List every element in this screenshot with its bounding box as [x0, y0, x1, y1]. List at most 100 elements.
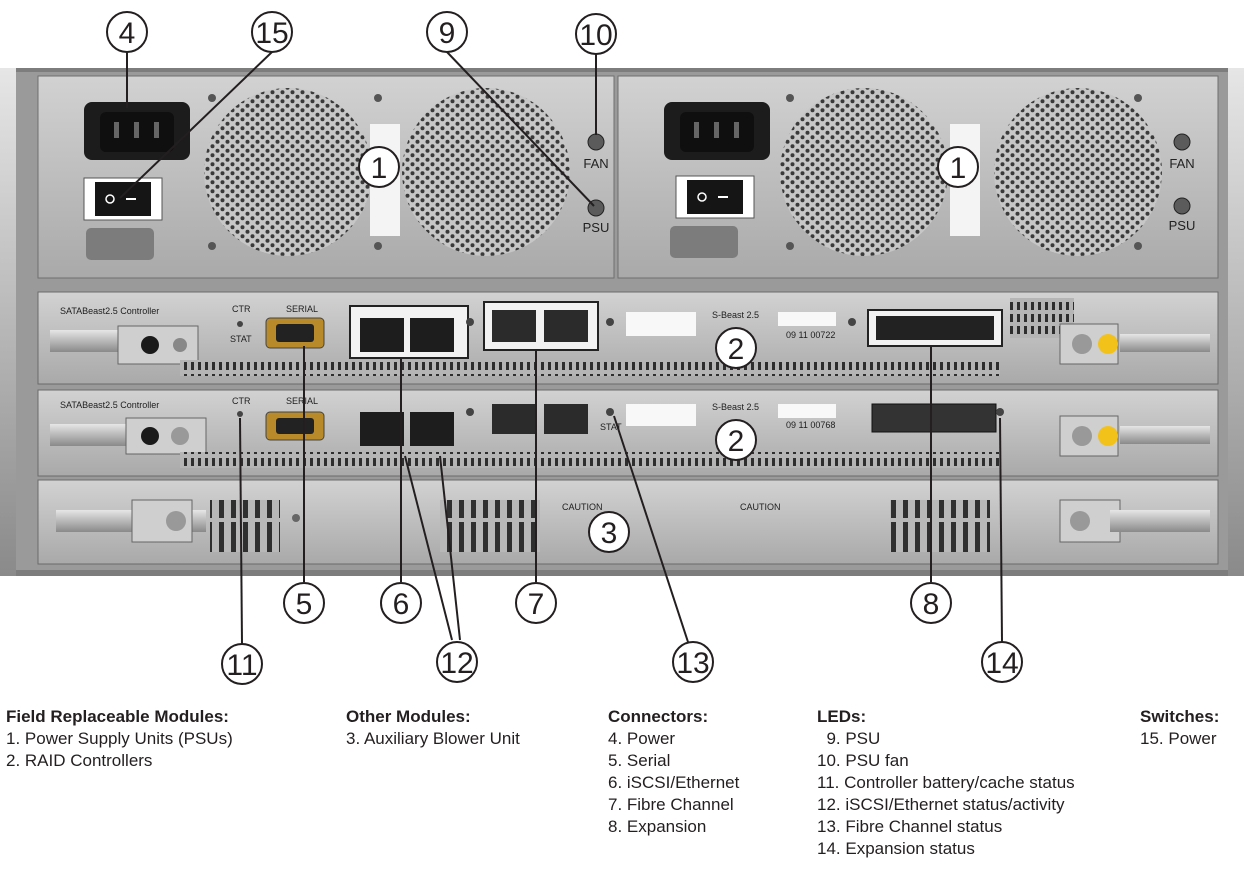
callout-2-controller-a: 2 [715, 327, 757, 369]
legend-item: 15. Power [1140, 729, 1217, 748]
legend-item: 11. Controller battery/cache status [817, 773, 1075, 792]
svg-text:15: 15 [255, 17, 288, 50]
psu-fan-2b [994, 88, 1162, 256]
psu-fan-led-2 [1173, 133, 1191, 151]
legend-item: 8. Expansion [608, 817, 707, 836]
svg-text:1: 1 [371, 152, 388, 185]
legend-item: 13. Fibre Channel status [817, 817, 1003, 836]
legend-leds: LEDs: 9. PSU 10. PSU fan 11. Controller … [817, 706, 1075, 860]
svg-text:9: 9 [439, 17, 456, 50]
callout-5: 5 [283, 582, 325, 624]
svg-text:7: 7 [528, 588, 545, 621]
svg-text:09 11 00722: 09 11 00722 [786, 330, 835, 340]
callout-7: 7 [515, 582, 557, 624]
legend-heading: Field Replaceable Modules: [6, 707, 229, 726]
callout-15: 15 [251, 11, 293, 53]
psu-fan-led-1 [587, 133, 605, 151]
callout-11: 11 [221, 643, 263, 685]
svg-text:1: 1 [950, 152, 967, 185]
power-switch-2 [675, 175, 755, 219]
svg-text:09 11 00768: 09 11 00768 [786, 420, 835, 430]
legend-item: 3. Auxiliary Blower Unit [346, 729, 520, 748]
callout-10: 10 [575, 13, 617, 55]
power-inlet-2 [664, 102, 770, 160]
callout-8: 8 [910, 582, 952, 624]
callout-1-psu-a: 1 [358, 146, 400, 188]
power-switch-1 [83, 177, 163, 221]
psu-fan-1a [204, 88, 372, 256]
legend-item: 7. Fibre Channel [608, 795, 734, 814]
fc-port-1a [492, 310, 536, 342]
callout-2-controller-b: 2 [715, 419, 757, 461]
power-inlet-1 [84, 102, 190, 160]
fc-port-2a [492, 404, 536, 434]
callout-1-psu-b: 1 [937, 146, 979, 188]
callout-12: 12 [436, 641, 478, 683]
svg-text:SATABeast2.5 Controller: SATABeast2.5 Controller [60, 400, 159, 410]
legend-field-replaceable: Field Replaceable Modules: 1. Power Supp… [6, 706, 233, 772]
psu-fan-1b [402, 88, 570, 256]
legend-item: 5. Serial [608, 751, 671, 770]
callout-13: 13 [672, 641, 714, 683]
svg-text:4: 4 [119, 17, 136, 50]
ethernet-port-1a [360, 318, 404, 352]
blower-unit: CAUTION CAUTION [37, 479, 1219, 565]
svg-text:CTR: CTR [232, 304, 251, 314]
svg-text:CAUTION: CAUTION [740, 502, 781, 512]
legend-other-modules: Other Modules: 3. Auxiliary Blower Unit [346, 706, 520, 750]
raid-controller-1: SATABeast2.5 Controller CTR STAT SERIAL … [37, 291, 1219, 385]
svg-text:STAT: STAT [600, 422, 622, 432]
psu-led-2 [1173, 197, 1191, 215]
svg-text:2: 2 [728, 333, 745, 366]
svg-text:10: 10 [579, 19, 612, 52]
legend-item: 6. iSCSI/Ethernet [608, 773, 740, 792]
svg-text:FAN: FAN [1169, 156, 1194, 171]
psu-module-2: FAN PSU [617, 75, 1219, 279]
legend-item: 2. RAID Controllers [6, 751, 153, 770]
svg-text:SERIAL: SERIAL [286, 396, 318, 406]
ethernet-port-1b [410, 318, 454, 352]
callout-6: 6 [380, 582, 422, 624]
psu-module-1: FAN PSU [37, 75, 615, 279]
legend-connectors: Connectors: 4. Power 5. Serial 6. iSCSI/… [608, 706, 739, 838]
legend-switches: Switches: 15. Power [1140, 706, 1219, 750]
legend-item: 14. Expansion status [817, 839, 975, 858]
callout-9: 9 [426, 11, 468, 53]
legend-heading: Switches: [1140, 707, 1220, 726]
svg-text:PSU: PSU [583, 220, 610, 235]
legend-heading: Connectors: [608, 707, 709, 726]
leader-lines [119, 51, 1003, 645]
legend-item: 1. Power Supply Units (PSUs) [6, 729, 233, 748]
svg-text:2: 2 [728, 425, 745, 458]
svg-text:SERIAL: SERIAL [286, 304, 318, 314]
svg-text:SATABeast2.5 Controller: SATABeast2.5 Controller [60, 306, 159, 316]
legend-item: 4. Power [608, 729, 676, 748]
expansion-port-1 [876, 316, 994, 340]
svg-text:S-Beast 2.5: S-Beast 2.5 [712, 310, 759, 320]
legend-heading: LEDs: [817, 707, 867, 726]
callout-4: 4 [106, 11, 148, 53]
legend-item: 9. PSU [817, 729, 881, 748]
svg-text:CTR: CTR [232, 396, 251, 406]
svg-text:3: 3 [601, 517, 618, 550]
fc-port-1b [544, 310, 588, 342]
legend-heading: Other Modules: [346, 707, 471, 726]
legend-item: 12. iSCSI/Ethernet status/activity [817, 795, 1065, 814]
svg-text:8: 8 [923, 588, 940, 621]
svg-text:6: 6 [393, 588, 410, 621]
ethernet-port-2b [410, 412, 454, 446]
svg-text:CAUTION: CAUTION [562, 502, 603, 512]
svg-text:FAN: FAN [583, 156, 608, 171]
psu-fan-2a [780, 88, 948, 256]
legend-item: 10. PSU fan [817, 751, 909, 770]
raid-controller-2: SATABeast2.5 Controller CTR SERIAL STAT … [37, 389, 1219, 477]
svg-text:5: 5 [296, 588, 313, 621]
svg-text:11: 11 [226, 649, 257, 682]
svg-text:PSU: PSU [1169, 218, 1196, 233]
expansion-port-2 [871, 403, 997, 433]
svg-text:12: 12 [440, 647, 473, 680]
callout-14: 14 [981, 641, 1023, 683]
svg-text:S-Beast 2.5: S-Beast 2.5 [712, 402, 759, 412]
ethernet-port-2a [360, 412, 404, 446]
